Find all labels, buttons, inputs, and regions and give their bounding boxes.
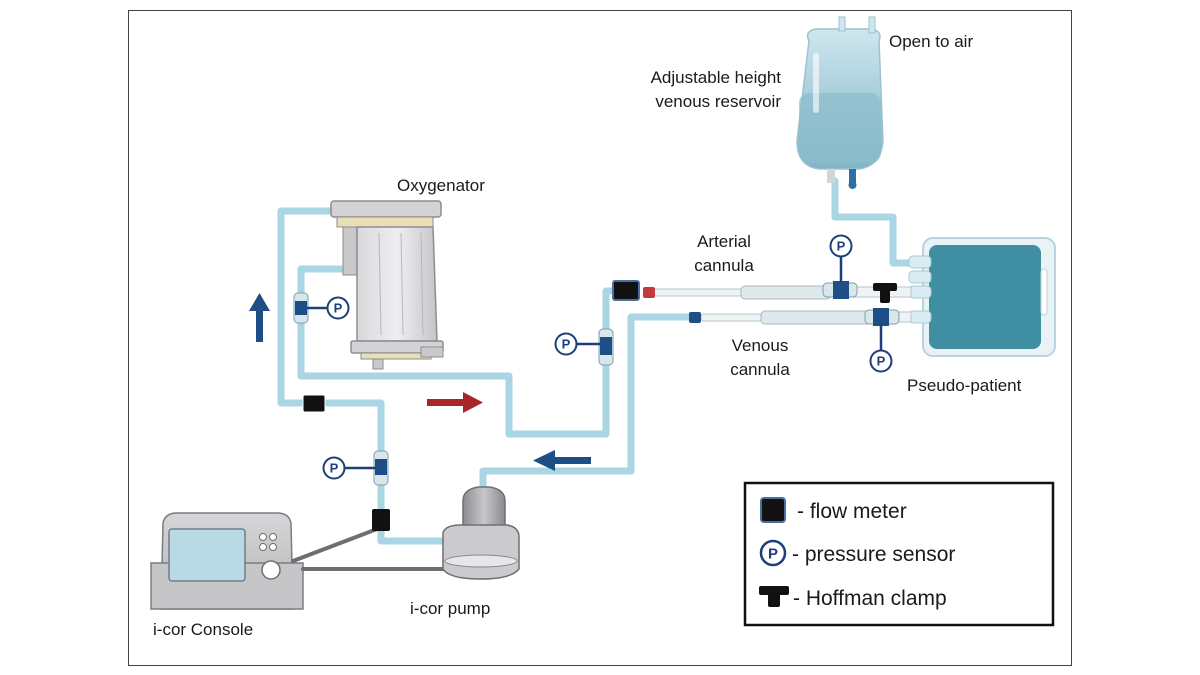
label-venous-line1: Venous (732, 336, 789, 355)
flow-meter-icon (372, 509, 390, 531)
label-venous-line2: cannula (730, 360, 790, 379)
pressure-sensor-icon: P (822, 234, 858, 299)
circuit-diagram: P P P P (150, 16, 1056, 639)
legend: - flow meter P - pressure sensor - Hoffm… (743, 481, 1055, 627)
flow-meter-icon (760, 497, 786, 523)
pressure-sensor-icon: P (322, 450, 389, 486)
reservoir-drain-tube (831, 177, 920, 267)
hoffman-clamp-icon (759, 586, 789, 607)
flow-meter-icon (302, 394, 326, 413)
diagram-frame: P P P P (128, 10, 1072, 666)
svg-text:P: P (562, 337, 571, 352)
flow-arrow-right-icon (427, 392, 483, 413)
pressure-sensor-icon (759, 539, 787, 567)
venous-return-tube (479, 313, 700, 495)
tubing (277, 177, 940, 545)
label-arterial-line1: Arterial (697, 232, 751, 251)
legend-item-hoffman-clamp: - Hoffman clamp (759, 586, 947, 610)
label-reservoir-line2: venous reservoir (655, 92, 781, 111)
icor-console (150, 512, 304, 610)
svg-text:P: P (330, 461, 339, 476)
svg-text:- Hoffman clamp: - Hoffman clamp (793, 587, 947, 610)
flow-arrow-left-icon (533, 450, 591, 471)
svg-text:- flow meter: - flow meter (797, 500, 907, 523)
svg-text:P: P (837, 239, 846, 254)
label-pseudo-patient: Pseudo-patient (907, 376, 1022, 395)
svg-text:P: P (877, 354, 886, 369)
pressure-sensors: P P P P (293, 234, 900, 486)
legend-item-pressure-sensor: P - pressure sensor (759, 539, 955, 567)
venous-reservoir (796, 16, 884, 189)
oxygenator (330, 200, 444, 370)
svg-text:- pressure sensor: - pressure sensor (792, 543, 955, 566)
oxygenator-outlet-tube (297, 265, 633, 438)
pressure-sensor-icon: P (554, 328, 614, 366)
flow-arrow-up-icon (249, 293, 270, 342)
label-oxygenator: Oxygenator (397, 176, 485, 195)
labels: Open to air Adjustable height venous res… (153, 32, 1022, 639)
arterial-cannula (643, 285, 912, 300)
svg-text:P: P (768, 546, 778, 563)
hoffman-clamp-icon (873, 283, 897, 303)
pseudo-patient (908, 237, 1056, 357)
flow-meters (302, 280, 640, 531)
flow-meter-icon (612, 280, 640, 301)
label-arterial-line2: cannula (694, 256, 754, 275)
icor-pump (442, 486, 520, 580)
legend-item-flow-meter: - flow meter (760, 497, 907, 523)
oxygenator-top-tube (277, 207, 460, 545)
label-open-to-air: Open to air (889, 32, 973, 51)
label-reservoir-line1: Adjustable height (651, 68, 782, 87)
label-icor-pump: i-cor pump (410, 599, 490, 618)
pressure-sensor-icon: P (864, 308, 900, 373)
pressure-sensor-icon: P (293, 292, 350, 324)
svg-text:P: P (334, 301, 343, 316)
label-icor-console: i-cor Console (153, 620, 253, 639)
console-cables (291, 524, 453, 571)
